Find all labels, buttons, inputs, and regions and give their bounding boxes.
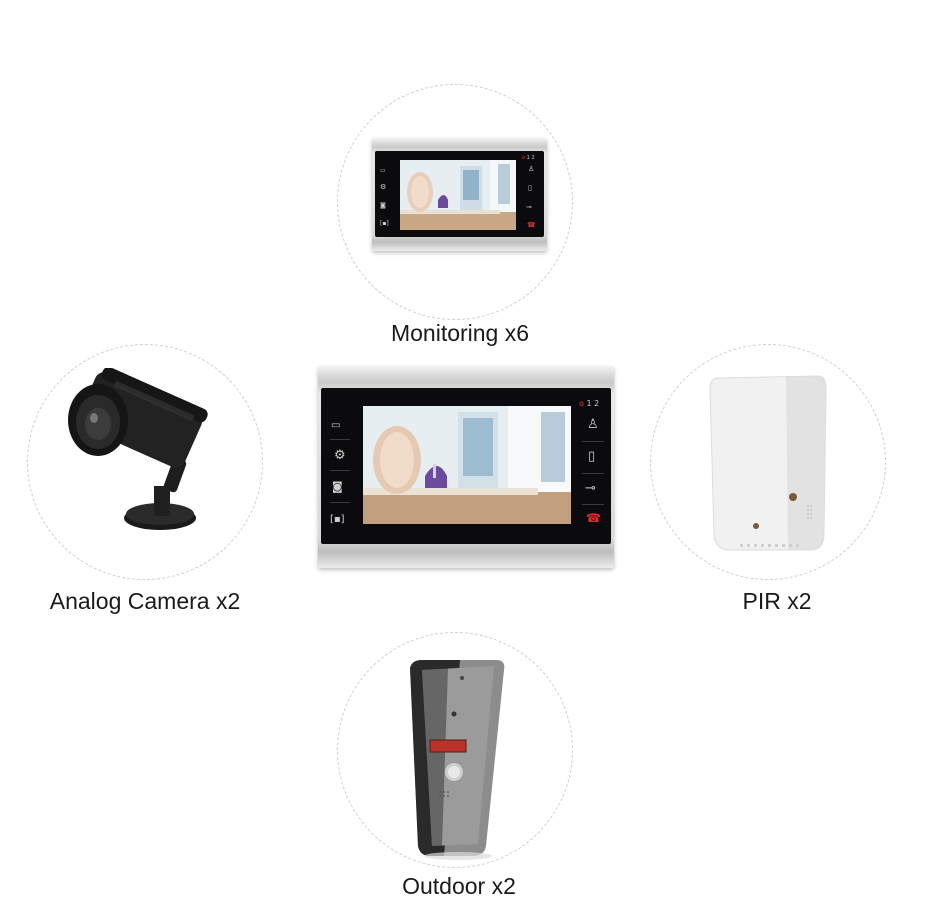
button-divider (330, 502, 350, 503)
monitor-led-indicators: o 1 2 (579, 399, 600, 408)
analog-camera-image (68, 368, 208, 530)
pir-label: PIR x2 (742, 588, 812, 614)
gear-icon[interactable]: ⚙ (380, 183, 387, 191)
person-icon[interactable]: ♙ (528, 165, 535, 173)
outdoor-ring (337, 632, 573, 868)
key-icon[interactable]: ⊸ (526, 203, 532, 211)
camera-ring (27, 344, 263, 580)
bracket-icon[interactable]: [▪] (330, 514, 345, 525)
key-icon[interactable]: ⊸ (585, 481, 596, 496)
monitoring-label: Monitoring x6 (390, 320, 530, 346)
button-divider (330, 470, 350, 471)
monitor-screen (363, 406, 571, 524)
camera-icon[interactable]: ◙ (380, 202, 386, 209)
outdoor-label: Outdoor x2 (402, 873, 516, 899)
monitor-small-device[interactable]: o 1 2 ▭ ⚙ ◙ [▪] ♙ ▯ ⊸ ☎ (372, 138, 547, 251)
bracket-icon[interactable]: [▪] (380, 220, 389, 227)
monitor-top-ring (337, 84, 573, 320)
button-divider (582, 504, 604, 505)
button-divider (582, 473, 604, 474)
camera-icon[interactable]: ◙ (332, 480, 343, 493)
door-icon[interactable]: ▯ (588, 449, 596, 464)
analog-camera-label: Analog Camera x2 (49, 588, 241, 614)
button-divider (582, 441, 604, 442)
gear-icon[interactable]: ⚙ (334, 448, 346, 463)
pir-ring (650, 344, 886, 580)
monitor-icon[interactable]: ▭ (380, 167, 386, 174)
handset-icon[interactable]: ☎ (586, 511, 601, 525)
outdoor-unit-image (410, 660, 505, 860)
monitor-icon[interactable]: ▭ (331, 420, 341, 431)
pir-sensor-image (709, 375, 827, 551)
monitor-screen (400, 160, 516, 230)
door-icon[interactable]: ▯ (528, 184, 532, 192)
button-divider (330, 439, 350, 440)
monitor-led-indicators: o 1 2 (522, 155, 535, 161)
person-icon[interactable]: ♙ (587, 417, 599, 432)
handset-icon[interactable]: ☎ (527, 221, 536, 229)
monitor-main-device[interactable]: o 1 2 ▭ ⚙ ◙ [▪] ♙ ▯ ⊸ ☎ (318, 366, 614, 568)
